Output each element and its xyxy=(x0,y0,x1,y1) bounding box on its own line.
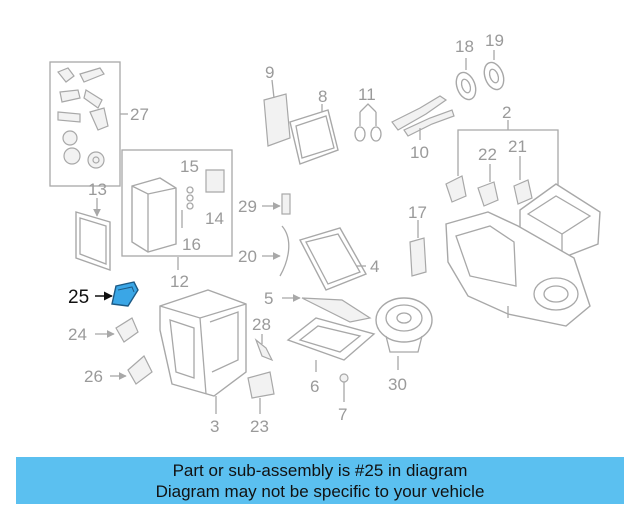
callout-22: 22 xyxy=(478,145,497,164)
callout-14: 14 xyxy=(205,209,224,228)
callout-28: 28 xyxy=(252,315,271,334)
part-19-gasket xyxy=(483,50,505,91)
part-24-bracket xyxy=(95,317,139,343)
part-4-housing xyxy=(298,227,368,291)
callout-21: 21 xyxy=(508,137,527,156)
callout-11: 11 xyxy=(358,85,376,104)
callout-12: 12 xyxy=(170,272,189,291)
info-banner: Part or sub-assembly is #25 in diagram D… xyxy=(16,457,624,504)
callout-25: 25 xyxy=(68,287,89,308)
part-10-pipe xyxy=(391,95,455,140)
part-17-sensor xyxy=(409,220,427,277)
callout-20: 20 xyxy=(238,247,257,266)
callout-3: 3 xyxy=(210,417,219,436)
callout-17: 17 xyxy=(408,203,427,222)
callout-9: 9 xyxy=(265,63,274,82)
part-23-module xyxy=(247,371,275,414)
banner-line-2: Diagram may not be specific to your vehi… xyxy=(155,482,485,501)
banner-line-1: Part or sub-assembly is #25 in diagram xyxy=(172,461,468,480)
part-7-clip xyxy=(339,373,349,402)
part-20-hose xyxy=(262,225,290,277)
part-11-o-rings xyxy=(354,103,382,142)
part-18-gasket xyxy=(455,58,477,101)
part-1-lower-case xyxy=(445,211,591,327)
part-8-evaporator xyxy=(289,104,339,165)
callout-27: 27 xyxy=(130,105,149,124)
part-29-bolt xyxy=(262,193,291,215)
part-2-actuator-left xyxy=(445,175,467,203)
callout-24: 24 xyxy=(68,325,87,344)
part-9-actuator xyxy=(263,79,291,147)
part-25-highlighted xyxy=(95,281,139,307)
callout-2: 2 xyxy=(502,103,511,122)
callout-16: 16 xyxy=(182,235,201,254)
part-28-bracket xyxy=(254,334,274,362)
callout-10: 10 xyxy=(410,143,429,162)
callout-5: 5 xyxy=(264,289,273,308)
callout-30: 30 xyxy=(388,375,407,394)
part-3-heater-case xyxy=(159,289,247,414)
part-12-heater-core-kit xyxy=(121,149,233,270)
callout-29: 29 xyxy=(238,197,257,216)
part-26-bracket xyxy=(110,355,153,385)
callout-18: 18 xyxy=(455,37,474,56)
part-30-blower-motor xyxy=(375,297,433,370)
callout-7: 7 xyxy=(338,405,347,424)
part-27-bracket-set xyxy=(49,61,128,187)
part-21-actuator xyxy=(513,156,533,205)
callout-13: 13 xyxy=(88,180,107,199)
callout-6: 6 xyxy=(310,377,319,396)
part-22-actuator xyxy=(477,164,499,207)
parts-diagram: 27 13 15 14 16 12 25 24 26 xyxy=(49,31,601,436)
part-13-filter xyxy=(75,198,111,271)
callout-15: 15 xyxy=(180,157,199,176)
part-6-tray xyxy=(286,317,376,372)
callout-4: 4 xyxy=(370,257,379,276)
callout-26: 26 xyxy=(84,367,103,386)
callout-8: 8 xyxy=(318,87,327,106)
callout-2-leader xyxy=(457,120,559,188)
callout-23: 23 xyxy=(250,417,269,436)
part-5-seal xyxy=(282,294,372,323)
callout-19: 19 xyxy=(485,31,504,50)
